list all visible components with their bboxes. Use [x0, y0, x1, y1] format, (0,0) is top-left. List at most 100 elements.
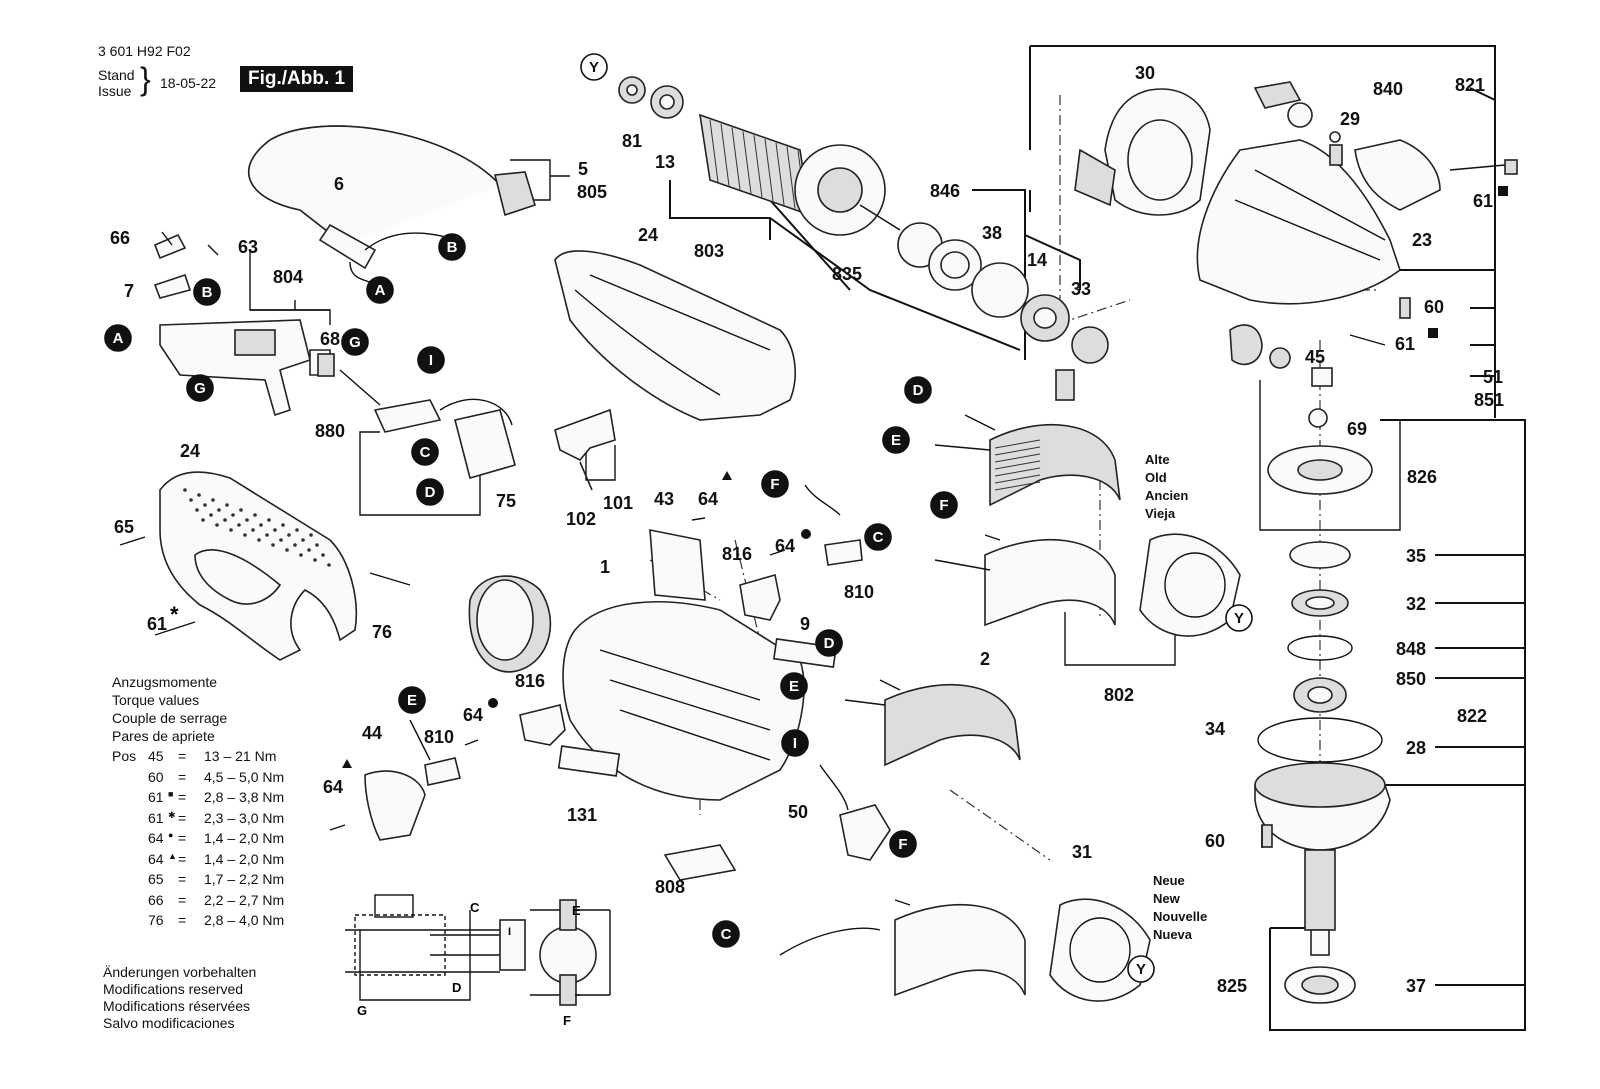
callout-13: 13: [655, 152, 675, 172]
grip-dot: [245, 518, 249, 522]
coil-rib: [994, 439, 1041, 449]
schematic-label-g: G: [357, 1003, 367, 1018]
grip-dot: [217, 508, 221, 512]
callout-64-dot-bottom: 64: [463, 705, 483, 725]
callout-102: 102: [566, 509, 596, 529]
callout-43: 43: [654, 489, 674, 509]
grip-dot: [273, 528, 277, 532]
callout-34: 34: [1205, 719, 1225, 739]
callout-821: 821: [1455, 75, 1485, 95]
torque-symbol: ●: [168, 830, 174, 840]
marker-letter-e: E: [407, 692, 417, 709]
callout-101: 101: [603, 493, 633, 513]
torque-equals: =: [178, 891, 187, 908]
field-coils-new: [779, 679, 1151, 1002]
callout-66: 66: [110, 228, 130, 248]
marker-circle-c: [864, 523, 892, 551]
grip-dot: [321, 553, 325, 557]
callout-803: 803: [694, 241, 724, 261]
callout-816-bottom: 816: [515, 671, 545, 691]
marker-letter-g: G: [349, 334, 361, 351]
dot-symbol: [801, 529, 811, 539]
note-fr: Modifications réservées: [103, 998, 251, 1014]
grip-dot: [237, 523, 241, 527]
armature-rib: [731, 127, 741, 190]
callout-14: 14: [1027, 250, 1047, 270]
callout-2: 2: [980, 649, 990, 669]
schematic-label-c: C: [470, 900, 480, 915]
coil-ribs: [994, 439, 1041, 491]
torque-pos: 61: [148, 809, 164, 826]
coil-rib: [994, 474, 1041, 484]
marker-circle-d: [904, 376, 932, 404]
document-number: 3 601 H92 F02: [98, 43, 191, 59]
armature-ribs: [709, 119, 807, 213]
grip-dot: [251, 528, 255, 532]
torque-equals: =: [178, 789, 187, 805]
part-callouts: 5 805 6 66 63 804 7 68 880 24 24 65 61 *…: [110, 63, 1508, 996]
marker-letter-b: B: [447, 239, 458, 256]
torque-value: 4,5 – 5,0 Nm: [204, 768, 285, 785]
callout-64-triangle-bottom: 64: [323, 777, 343, 797]
dot-symbol-bottom: [488, 698, 498, 708]
armature-rib: [786, 146, 796, 209]
marker-circle-f: [930, 491, 958, 519]
grip-dot: [203, 503, 207, 507]
torque-pos: 61: [148, 789, 164, 805]
marker-letter-f: F: [898, 836, 907, 853]
callout-81: 81: [622, 131, 642, 151]
variant-new-labels: Neue New Nouvelle Nueva: [1153, 872, 1207, 944]
grip-dot: [281, 523, 285, 527]
marker-circle-e: [780, 672, 808, 700]
torque-value: 2,3 – 3,0 Nm: [204, 809, 285, 826]
callout-68: 68: [320, 329, 340, 349]
torque-row: 65=1,7 – 2,2 Nm: [148, 871, 328, 887]
gear-housing-assembly: [1074, 81, 1518, 428]
torque-row: 60=4,5 – 5,0 Nm: [148, 769, 328, 785]
callout-61-square-bottom: 61: [1395, 334, 1415, 354]
marker-letter-f: F: [770, 476, 779, 493]
callout-805: 805: [577, 182, 607, 202]
coil-rib: [994, 453, 1041, 463]
armature: [618, 76, 901, 236]
grip-dot: [231, 513, 235, 517]
torque-pos: 60: [148, 768, 164, 785]
torque-title-de: Anzugsmomente: [112, 674, 218, 690]
grip-dot: [189, 498, 193, 502]
marker-circle-i: [417, 346, 445, 374]
marker-circle-e: [398, 686, 426, 714]
variant-new-es: Nueva: [1153, 927, 1193, 942]
callout-5: 5: [578, 159, 588, 179]
coil-rib: [994, 481, 1041, 491]
callout-45: 45: [1305, 347, 1325, 367]
grip-dot: [287, 533, 291, 537]
marker-circle-f: [889, 830, 917, 858]
variant-old-en: Old: [1145, 470, 1167, 485]
marker-circle-g: [341, 328, 369, 356]
marker-circle-a: [104, 324, 132, 352]
torque-pos: 65: [148, 871, 164, 887]
schematic-label-d: D: [452, 980, 461, 995]
marker-letter-y: Y: [589, 59, 599, 76]
marker-letter-g: G: [194, 380, 206, 397]
torque-equals: =: [178, 830, 187, 846]
armature-rib: [764, 138, 774, 202]
callout-840: 840: [1373, 79, 1403, 99]
callout-38: 38: [982, 223, 1002, 243]
triangle-symbol: [722, 471, 732, 480]
marker-letter-y: Y: [1234, 610, 1244, 627]
callout-51: 51: [1483, 367, 1503, 387]
marker-circle-e: [882, 426, 910, 454]
field-coils-old: [934, 414, 1241, 637]
marker-letter-a: A: [113, 330, 124, 347]
schematic-label-i: I: [508, 926, 511, 938]
leader-lines: [249, 45, 1526, 1031]
grip-dot: [271, 543, 275, 547]
power-cord: [248, 125, 536, 286]
grip-dot: [243, 533, 247, 537]
grip-dot: [183, 488, 187, 492]
callout-848: 848: [1396, 639, 1426, 659]
grip-dot: [215, 523, 219, 527]
armature-rib: [775, 142, 785, 205]
callout-64-triangle-top: 64: [698, 489, 718, 509]
